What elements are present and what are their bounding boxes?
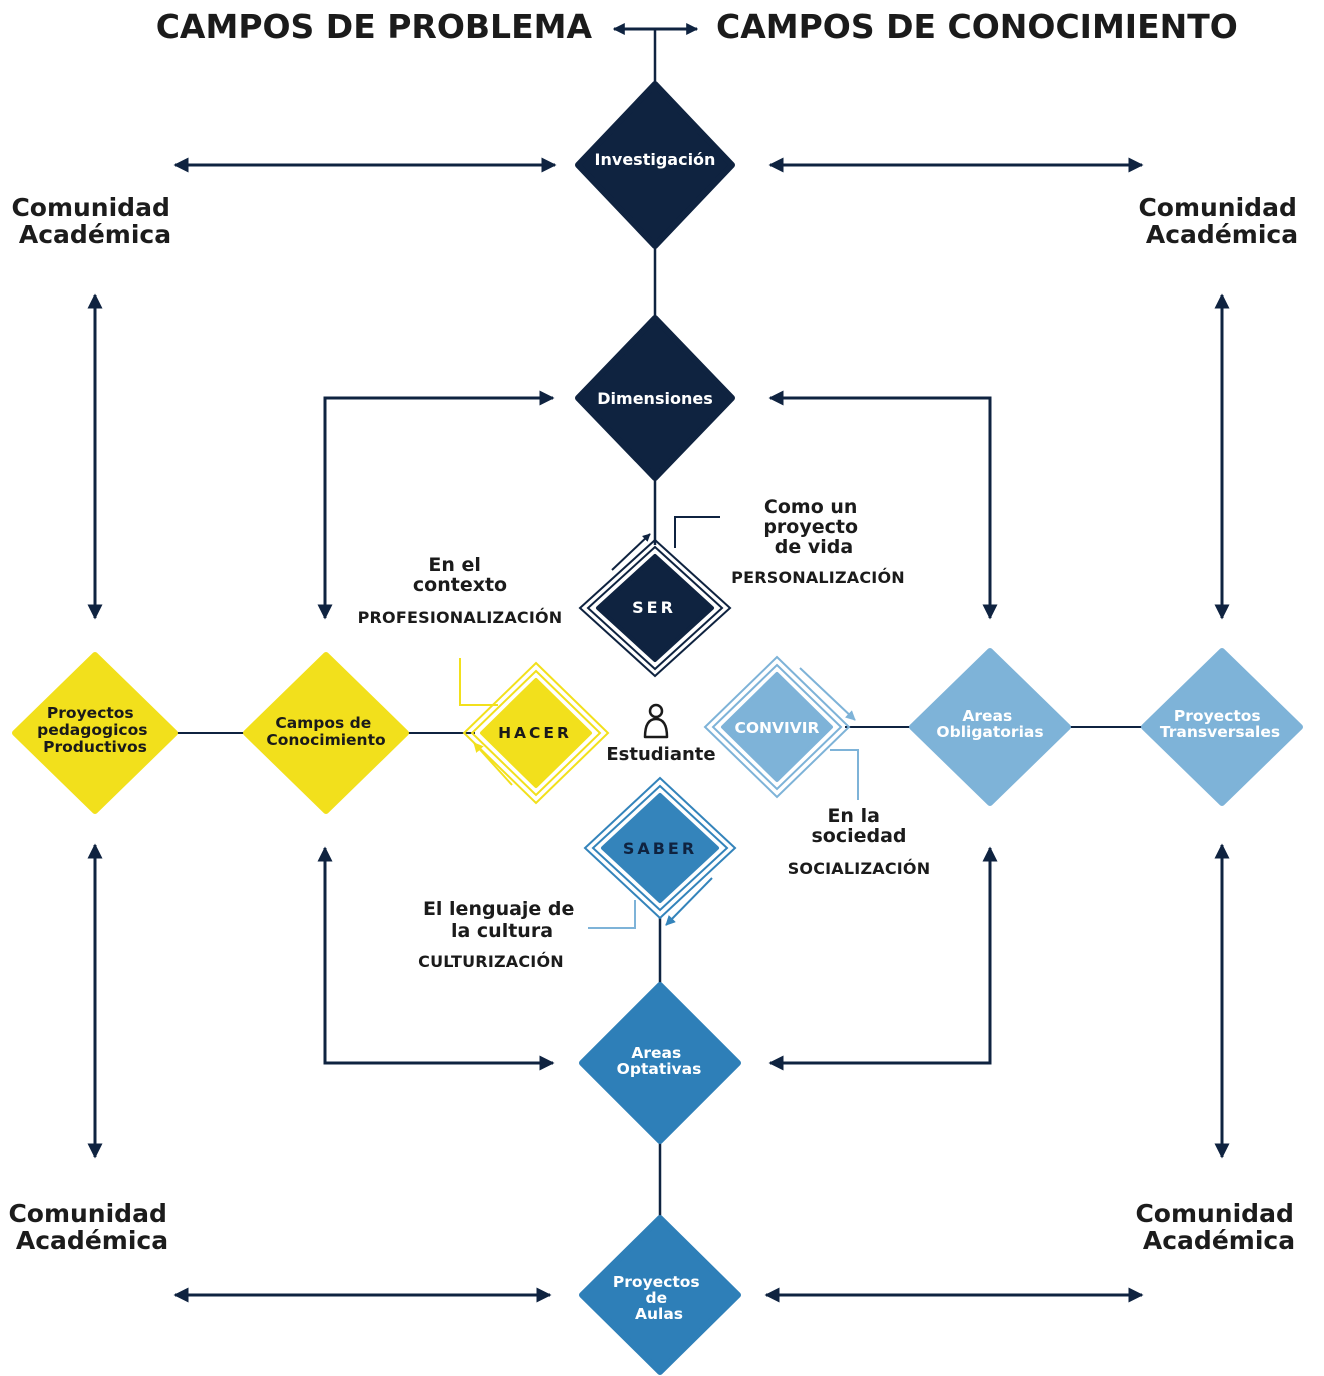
node-proyectos-pedagogicos: Proyectos pedagogicos Productivos — [12, 652, 178, 814]
svg-text:Areas Optativas: Areas Optativas — [617, 1044, 702, 1078]
convivir-cycle-arrow — [799, 667, 856, 721]
saber-annotation-bracket — [588, 900, 636, 929]
svg-text:Proyectos de Aulas: Proyectos de Aulas — [613, 1273, 705, 1323]
node-convivir: CONVIVIR — [703, 655, 851, 799]
hacer-cycle-arrow — [473, 742, 513, 786]
community-bottom-left: Comunidad Académica — [8, 1199, 175, 1255]
annotation-saber: El lenguaje de la cultura CULTURIZACIÓN — [418, 898, 581, 971]
elbow-campos-optativas — [317, 846, 555, 1071]
svg-text:PERSONALIZACIÓN: PERSONALIZACIÓN — [731, 568, 905, 587]
svg-text:SER: SER — [632, 598, 676, 617]
svg-text:Proyectos Transversales: Proyectos Transversales — [1160, 707, 1280, 741]
hacer-annotation-bracket — [459, 658, 498, 706]
community-bottom-right: Comunidad Académica — [1135, 1199, 1302, 1255]
svg-text:Como un proyecto d: Como un proyecto de vida — [763, 496, 864, 558]
node-hacer: HACER — [462, 661, 610, 805]
saber-cycle-arrow — [665, 877, 713, 926]
svg-text:SOCIALIZACIÓN: SOCIALIZACIÓN — [788, 859, 931, 878]
ser-cycle-arrow — [611, 533, 651, 571]
community-top-left: Comunidad Académica — [11, 193, 178, 249]
node-dimensiones: Dimensiones — [575, 315, 735, 481]
student-label: Estudiante — [606, 744, 715, 765]
campos-de-problema-title: CAMPOS DE PROBLEMA — [156, 7, 593, 46]
svg-text:En el contexto: En el contexto — [413, 554, 507, 596]
community-top-right: Comunidad Académica — [1138, 193, 1305, 249]
svg-text:Proyectos pedagogicos: Proyectos pedagogicos Productivos — [37, 704, 153, 756]
elbow-dimensiones-obligatorias — [768, 390, 998, 620]
svg-text:En la sociedad: En la sociedad — [811, 805, 906, 847]
svg-text:PROFESIONALIZACIÓN: PROFESIONALIZACIÓN — [358, 608, 563, 627]
elbow-obligatorias-optativas — [768, 846, 998, 1071]
svg-text:HACER: HACER — [498, 724, 572, 742]
svg-text:CULTURIZACIÓN: CULTURIZACIÓN — [418, 952, 564, 971]
svg-text:Areas Obligatorias: Areas Obligatorias — [936, 707, 1043, 741]
convivir-annotation-bracket — [830, 749, 859, 800]
annotation-convivir: En la sociedad SOCIALIZACIÓN — [788, 805, 931, 878]
node-proyectos-transversales: Proyectos Transversales — [1141, 648, 1303, 806]
svg-text:SABER: SABER — [623, 839, 697, 858]
svg-text:El lenguaje de la cultur: El lenguaje de la cultura — [423, 898, 581, 942]
annotation-ser: Como un proyecto de vida PERSONALIZACIÓN — [731, 496, 905, 587]
svg-text:Dimensiones: Dimensiones — [597, 389, 712, 408]
campos-de-conocimiento-title: CAMPOS DE CONOCIMIENTO — [716, 7, 1238, 46]
node-areas-obligatorias: Areas Obligatorias — [909, 648, 1071, 806]
student-icon — [643, 703, 669, 739]
svg-text:Investigación: Investigación — [595, 150, 716, 169]
svg-text:CONVIVIR: CONVIVIR — [735, 719, 820, 737]
node-areas-optativas: Areas Optativas — [579, 982, 741, 1144]
svg-text:Campos de Conocimiento: Campos de Conocimiento — [266, 714, 385, 749]
node-saber: SABER — [583, 776, 737, 920]
elbow-dimensiones-campos — [317, 390, 555, 620]
node-proyectos-aulas: Proyectos de Aulas — [579, 1215, 741, 1375]
node-ser: SER — [578, 538, 732, 678]
node-investigacion: Investigación — [575, 81, 735, 249]
node-campos-conocimiento: Campos de Conocimiento — [243, 652, 409, 814]
annotation-hacer: En el contexto PROFESIONALIZACIÓN — [358, 554, 563, 627]
ser-annotation-bracket — [674, 516, 720, 548]
